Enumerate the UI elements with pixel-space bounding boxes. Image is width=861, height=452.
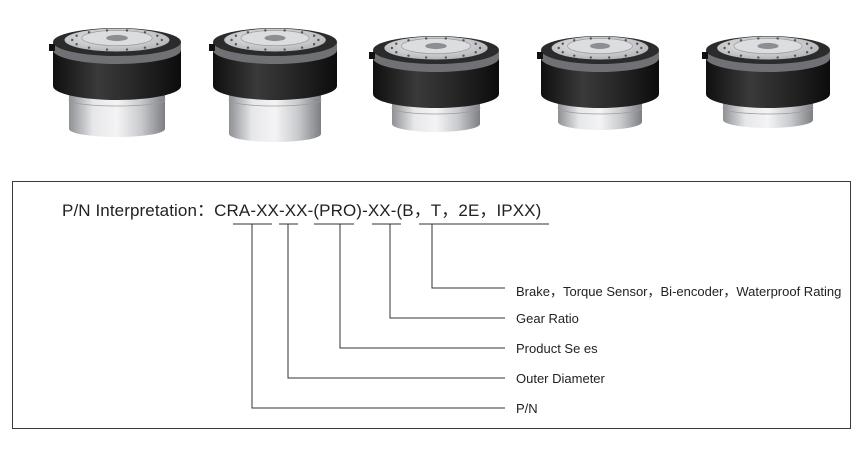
pn-code-prefix: CRA [214,201,251,220]
legend-pn-label: P/N [516,401,538,416]
pn-code-pro: (PRO) [313,201,363,220]
legend-outer-diameter-label: Outer Diameter [516,371,605,386]
pn-separator: - [390,201,397,220]
pn-code-ratio: XX [367,201,391,220]
legend-options-label: Brake，Torque Sensor，Bi-encoder，Waterproo… [516,284,842,299]
legend-product-series-label: Product Se es [516,341,598,356]
actuator-4-image [537,36,659,130]
pn-separator: - [250,201,257,220]
actuator-2-image [209,28,337,142]
legend-gear-ratio-label: Gear Ratio [516,311,579,326]
pn-code-options: (B，T，2E，IPXX) [396,201,542,220]
product-images [49,28,830,142]
pn-code-line: P/N Interpretation：CRA - XX-XX - (PRO) -… [62,196,541,221]
pn-separator: - [307,201,314,220]
actuator-3-image [369,36,499,132]
pn-code-diameter-series: XX-XX [256,201,308,220]
actuator-5-image [702,36,830,128]
actuator-1-image [49,28,181,137]
pn-separator: - [362,201,368,220]
pn-interpretation-frame [12,181,851,429]
pn-heading: P/N Interpretation： [62,201,215,220]
